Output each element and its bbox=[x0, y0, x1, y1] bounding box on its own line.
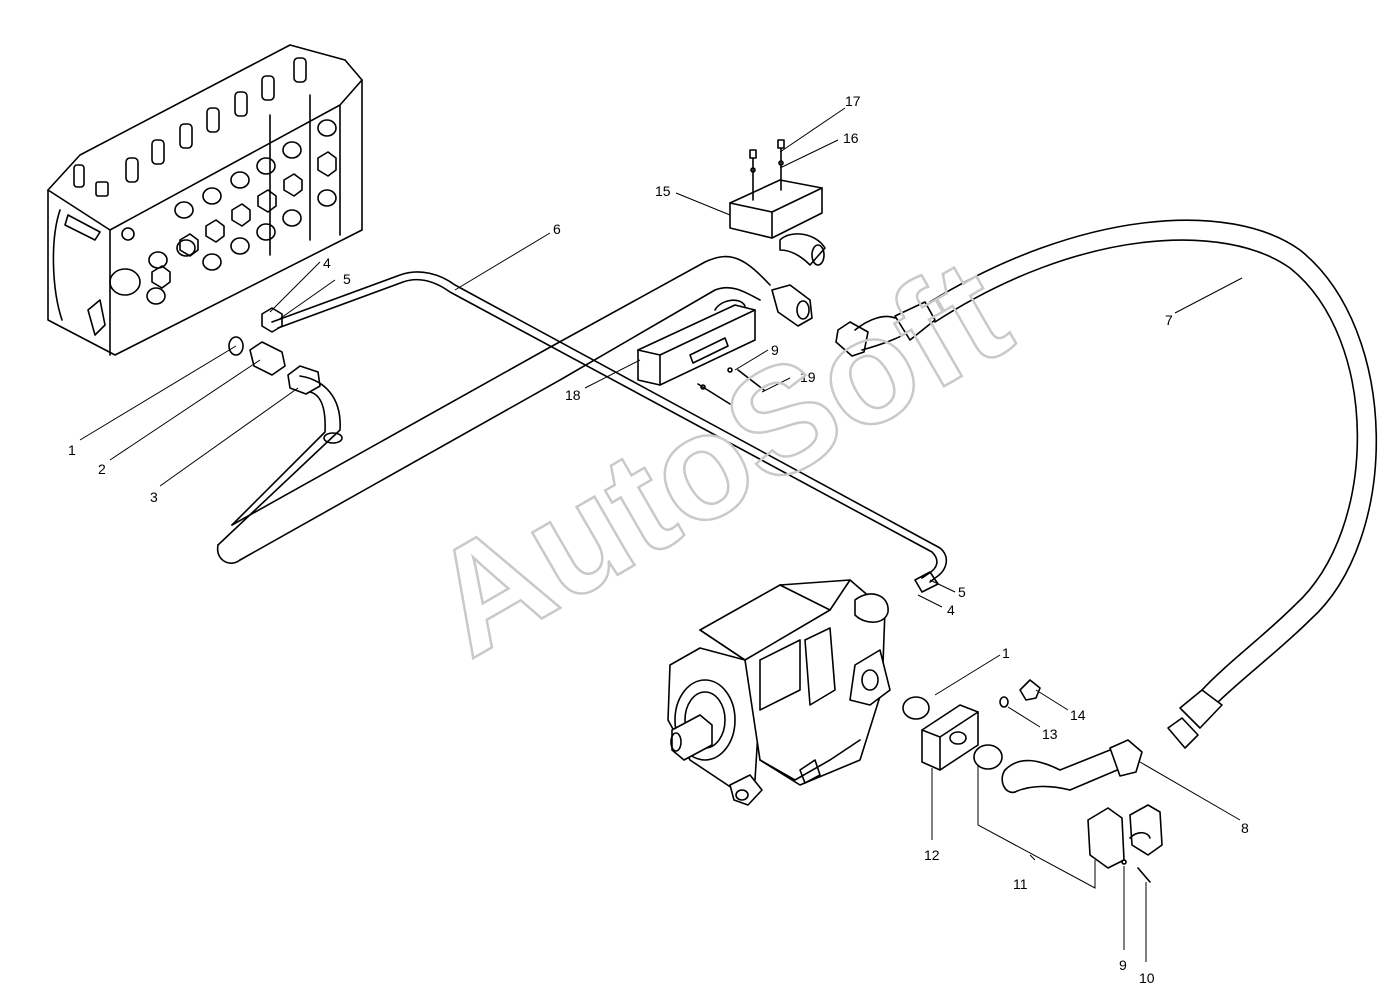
callout-18: 18 bbox=[565, 387, 581, 403]
callout-1-right: 1 bbox=[1002, 645, 1010, 661]
callout-4-top: 4 bbox=[323, 255, 331, 271]
callout-14: 14 bbox=[1070, 707, 1086, 723]
callout-11: 11 bbox=[1013, 876, 1028, 892]
hose-7 bbox=[835, 219, 1378, 749]
callout-12: 12 bbox=[924, 847, 940, 863]
callout-9-bottom: 9 bbox=[1119, 957, 1127, 973]
callout-5-top: 5 bbox=[343, 271, 351, 287]
tube-end-fitting bbox=[771, 284, 813, 327]
callout-2: 2 bbox=[98, 461, 106, 477]
callout-labels: 1 2 3 4 5 6 7 8 9 9 10 11 12 13 14 15 16… bbox=[68, 93, 1249, 986]
callout-1-left: 1 bbox=[68, 442, 76, 458]
control-valve-block bbox=[47, 44, 363, 356]
callout-leaders bbox=[79, 107, 1243, 962]
pressure-tube-3 bbox=[216, 255, 771, 564]
callout-9-bracket: 9 bbox=[771, 342, 779, 358]
callout-13: 13 bbox=[1042, 726, 1058, 742]
callout-17: 17 bbox=[845, 93, 861, 109]
watermark: AutoSoft bbox=[402, 226, 1034, 688]
callout-5-right: 5 bbox=[958, 584, 966, 600]
callout-8: 8 bbox=[1241, 820, 1249, 836]
callout-6: 6 bbox=[553, 221, 561, 237]
flange-adapter-12 bbox=[902, 696, 1003, 771]
port-fittings-left bbox=[228, 336, 321, 395]
plug-fittings-13-14 bbox=[999, 679, 1041, 708]
callout-4-right: 4 bbox=[947, 602, 955, 618]
split-flange-11 bbox=[1087, 804, 1163, 883]
callout-16: 16 bbox=[843, 130, 859, 146]
callout-19: 19 bbox=[800, 369, 816, 385]
callout-15: 15 bbox=[655, 183, 671, 199]
clamp-block-15 bbox=[729, 139, 826, 266]
callout-10: 10 bbox=[1139, 970, 1155, 986]
callout-3: 3 bbox=[150, 489, 158, 505]
callout-7: 7 bbox=[1165, 312, 1173, 328]
hydraulic-pump bbox=[667, 579, 891, 806]
bracket-18 bbox=[637, 299, 765, 405]
tube-8 bbox=[1001, 739, 1143, 794]
pilot-line-6 bbox=[261, 271, 948, 593]
